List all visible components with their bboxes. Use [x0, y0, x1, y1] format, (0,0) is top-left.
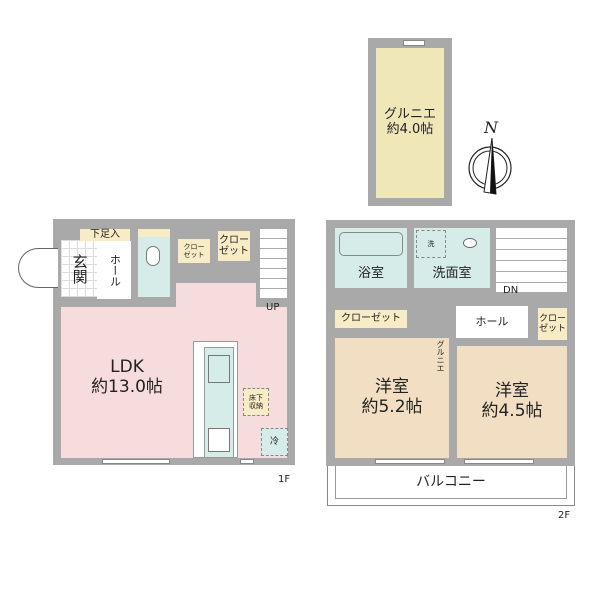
- balcony-outer: [327, 466, 575, 506]
- underfloor-label-2: 収納: [249, 402, 263, 410]
- bathroom-label: 浴室: [357, 266, 384, 282]
- shoe-storage: 下足入: [80, 229, 130, 241]
- window-2f-bottom-2: [464, 459, 534, 464]
- bathtub-icon: [339, 232, 403, 256]
- washroom-label: 洗面室: [432, 266, 472, 282]
- closet-1f-right-label-2: ゼット: [219, 246, 249, 257]
- underfloor-storage: 床下 収納: [243, 388, 269, 416]
- toilet-shelf: [138, 229, 170, 237]
- compass: N: [462, 118, 522, 198]
- closet-2f-left: クローゼット: [335, 310, 407, 328]
- sink-icon: [208, 355, 230, 383]
- bedroom-2: 洋室 約4.5帖: [457, 346, 567, 458]
- loft-name: グルニエ: [383, 107, 436, 123]
- balcony-label: バルコニー: [416, 473, 486, 490]
- ldk-upper: [176, 283, 256, 313]
- genkan-label: 玄関: [70, 253, 89, 284]
- shoe-storage-label: 下足入: [90, 229, 120, 241]
- stairs-1f: [260, 229, 287, 299]
- ldk-label: LDK 約13.0帖: [82, 355, 172, 401]
- window-2f-bottom-1: [375, 459, 445, 464]
- fridge-space: 冷: [261, 428, 288, 456]
- loft-ladder-label: グルニエ: [436, 340, 445, 372]
- bathroom: 浴室: [335, 228, 407, 288]
- loft-size: 約4.0帖: [386, 122, 434, 137]
- closet-1f-right: クロー ゼット: [218, 231, 250, 261]
- closet-2f-right: クロー ゼット: [538, 308, 567, 340]
- underfloor-label-1: 床下: [249, 393, 263, 402]
- hall-2f-label: ホール: [475, 314, 509, 328]
- stove-icon: [208, 428, 230, 452]
- stairs-2f: [496, 228, 567, 292]
- balcony: バルコニー: [335, 466, 567, 499]
- closet-1f-small-label-1: クロー: [183, 242, 205, 251]
- compass-north-label: N: [484, 118, 498, 137]
- bedroom-1-name: 洋室: [375, 377, 409, 398]
- loft-room: グルニエ 約4.0帖: [376, 48, 444, 198]
- floor2-label: 2F: [558, 510, 571, 521]
- washer-space: 洗: [416, 230, 446, 258]
- compass-needle-icon: [468, 137, 512, 195]
- stairs-up-label: UP: [266, 302, 280, 313]
- floor1-label: 1F: [278, 474, 291, 485]
- entry-door: [18, 248, 58, 288]
- washer-label: 洗: [427, 239, 435, 248]
- window-1f-bottom-1: [102, 459, 170, 464]
- window-1f-bottom-2: [240, 459, 254, 464]
- ldk-name: LDK: [110, 357, 144, 378]
- basin-icon: [463, 238, 477, 248]
- closet-2f-left-label: クローゼット: [341, 313, 401, 325]
- bedroom-1: 洋室 約5.2帖: [335, 338, 449, 458]
- bedroom-2-size: 約4.5帖: [481, 401, 543, 421]
- closet-1f-right-label-1: クロー: [219, 234, 249, 246]
- bedroom-1-size: 約5.2帖: [361, 397, 423, 417]
- closet-1f-small: クロー ゼット: [178, 239, 210, 263]
- closet-2f-right-label-2: ゼット: [538, 324, 566, 334]
- hall-2f: ホール: [456, 306, 528, 338]
- washroom: 洗面室: [414, 228, 490, 288]
- ldk-area: [61, 307, 287, 458]
- loft-window: [403, 40, 425, 46]
- ldk-size: 約13.0帖: [91, 377, 163, 397]
- fridge-label: 冷: [269, 436, 279, 447]
- hall-1f-label: ホール: [108, 253, 122, 287]
- hall-1f: ホール: [97, 241, 131, 299]
- bedroom-2-name: 洋室: [495, 381, 529, 402]
- toilet-icon: [146, 246, 160, 266]
- closet-2f-right-label-1: クロー: [538, 313, 566, 324]
- stairs-down-label: DN: [503, 285, 519, 296]
- genkan: 玄関: [61, 240, 97, 297]
- closet-1f-small-label-2: ゼット: [183, 251, 205, 259]
